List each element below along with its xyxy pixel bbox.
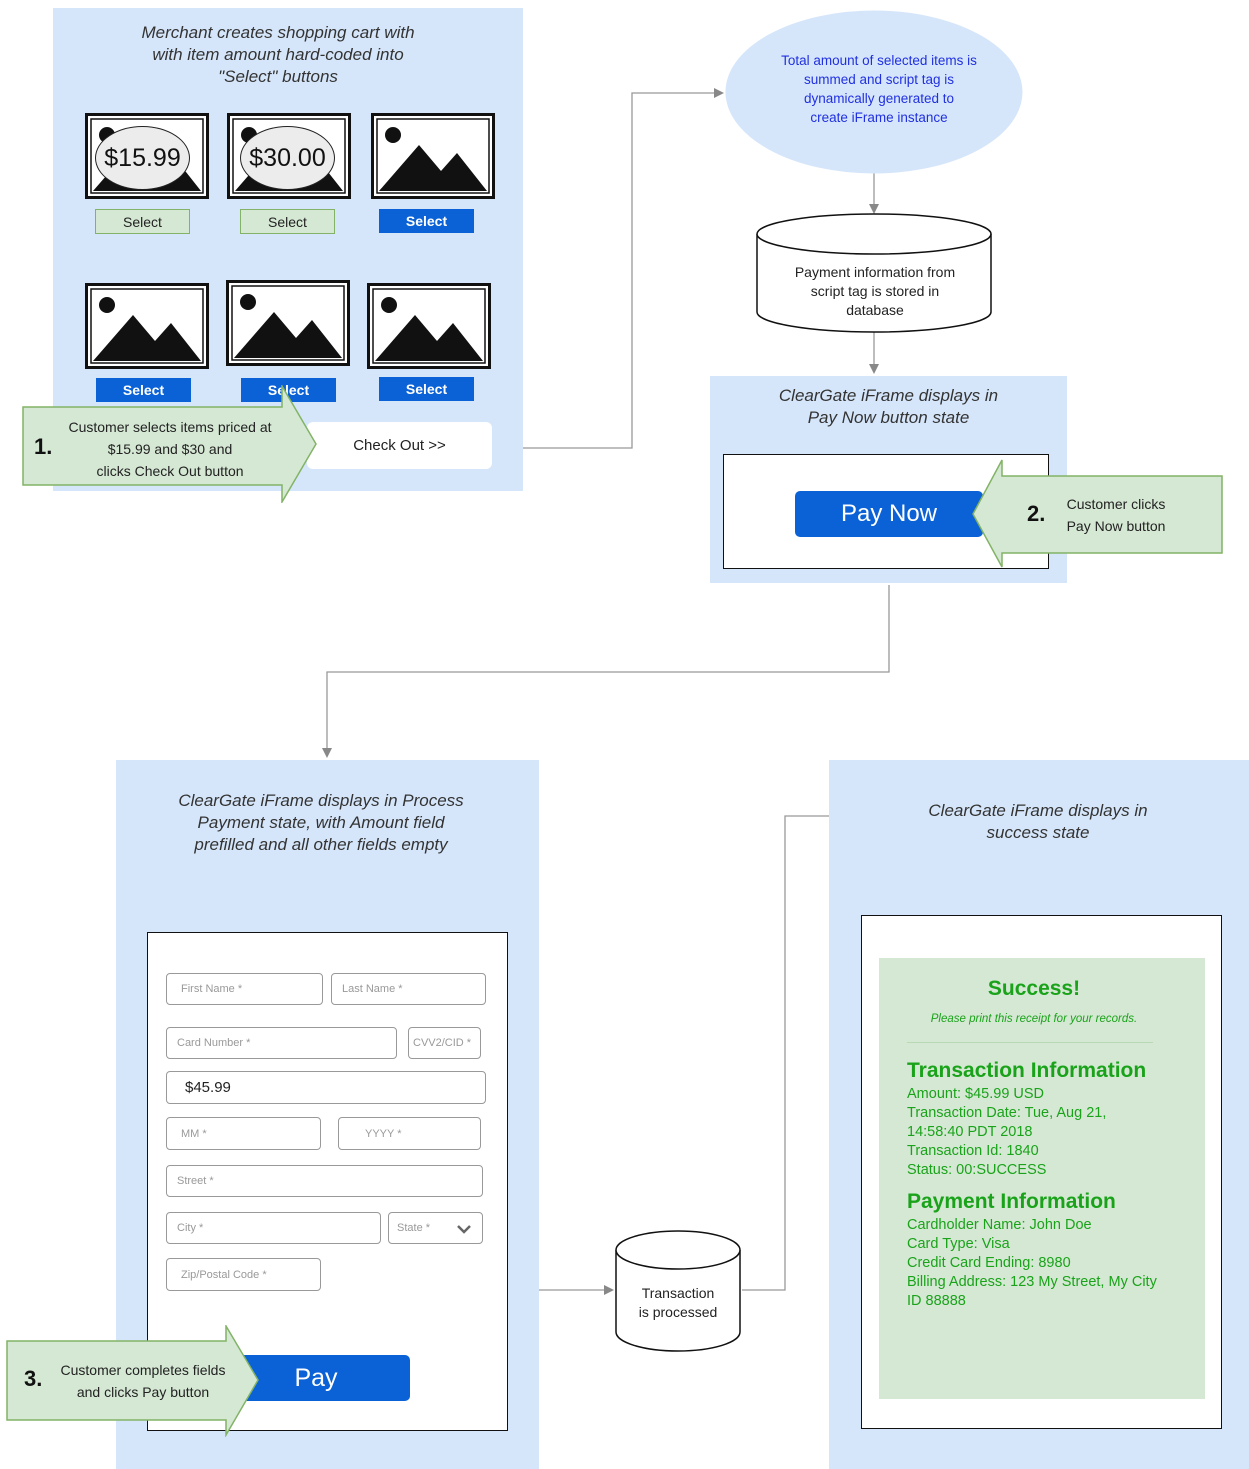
select-button[interactable]: Select: [240, 209, 335, 234]
cvv-field[interactable]: CVV2/CID *: [408, 1027, 481, 1059]
expiry-year-field[interactable]: YYYY *: [338, 1117, 481, 1150]
step-2-callout-arrow: [972, 459, 1223, 568]
panel-title: Merchant creates shopping cart with with…: [141, 23, 415, 86]
street-field[interactable]: Street *: [166, 1165, 483, 1197]
city-field[interactable]: City *: [166, 1212, 381, 1244]
process-ellipse: [725, 10, 1023, 174]
price-tag-1599: $15.99: [95, 126, 190, 190]
product-image-icon: [367, 283, 491, 369]
payment-heading: Payment Information: [907, 1190, 1116, 1213]
state-select-label: State *: [397, 1222, 431, 1234]
pay-now-button[interactable]: Pay Now: [795, 491, 983, 537]
transaction-details: Amount: $45.99 USD Transaction Date: Tue…: [907, 1086, 1107, 1178]
check-out-button[interactable]: Check Out >>: [307, 422, 492, 469]
select-button[interactable]: Select: [95, 209, 190, 234]
ellipse-text: Total amount of selected items is summed…: [781, 53, 977, 125]
step-3-text: Customer completes fields and clicks Pay…: [60, 1362, 226, 1400]
database-cylinder-icon: [756, 213, 992, 333]
database-2-text: Transaction is processed: [638, 1285, 718, 1320]
expiry-month-field[interactable]: MM *: [166, 1117, 321, 1150]
first-name-field[interactable]: First Name *: [166, 973, 323, 1005]
success-heading: Success!: [987, 977, 1081, 1000]
panel-title: ClearGate iFrame displays in Pay Now but…: [778, 386, 999, 427]
success-note: Please print this receipt for your recor…: [930, 1013, 1138, 1025]
step-1-number: 1.: [34, 434, 53, 459]
database-1-text: Payment information from script tag is s…: [794, 264, 956, 318]
state-select[interactable]: State *: [388, 1212, 483, 1244]
payment-details: Cardholder Name: John Doe Card Type: Vis…: [907, 1217, 1157, 1309]
product-image-icon: [371, 113, 495, 199]
arrow-panel2-to-panel3: [322, 585, 890, 758]
transaction-heading: Transaction Information: [907, 1059, 1147, 1082]
chevron-down-icon: [457, 1225, 471, 1234]
step-1-text: Customer selects items priced at $15.99 …: [68, 419, 272, 479]
success-receipt: Success! Please print this receipt for y…: [879, 958, 1205, 1399]
divider: [907, 1042, 1153, 1043]
step-3-callout-arrow: [6, 1325, 259, 1437]
product-image-icon: [85, 283, 209, 369]
select-button[interactable]: Select: [96, 378, 191, 402]
step-3-number: 3.: [24, 1366, 43, 1391]
panel-title: ClearGate iFrame displays in Process Pay…: [178, 791, 464, 854]
card-number-field[interactable]: Card Number *: [166, 1027, 397, 1059]
last-name-field[interactable]: Last Name *: [331, 973, 486, 1005]
amount-field[interactable]: $45.99: [166, 1071, 486, 1104]
database-cylinder-icon: [615, 1230, 741, 1352]
panel-title: ClearGate iFrame displays in success sta…: [928, 801, 1148, 842]
step-2-text: Customer clicks Pay Now button: [1066, 496, 1166, 534]
price-tag-3000: $30.00: [240, 126, 335, 190]
step-1-callout-arrow: [22, 385, 317, 503]
step-2-number: 2.: [1027, 501, 1046, 526]
select-button[interactable]: Select: [379, 377, 474, 401]
select-button[interactable]: Select: [379, 209, 474, 233]
product-image-icon: [226, 280, 350, 366]
zip-field[interactable]: Zip/Postal Code *: [166, 1258, 321, 1291]
arrow-db2-to-panel4: [742, 811, 839, 1291]
arrow-checkout-to-ellipse: [522, 88, 724, 449]
